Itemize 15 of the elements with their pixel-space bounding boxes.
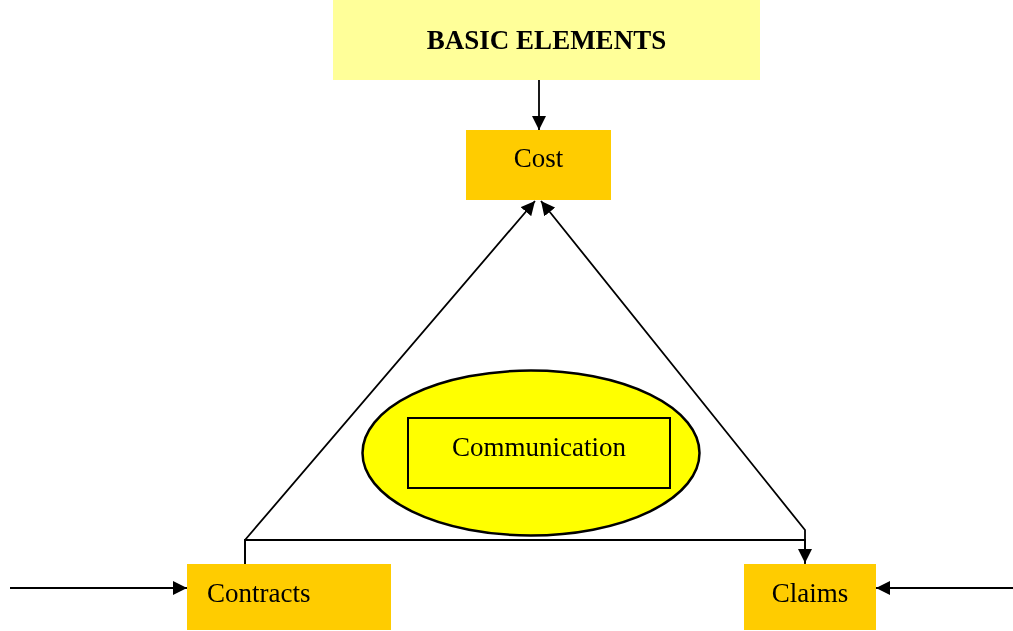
- node-label: Cost: [513, 142, 564, 174]
- node-label: Communication: [452, 431, 626, 463]
- node-label: Contracts: [207, 577, 311, 609]
- arrow: [244, 539, 812, 565]
- title-text: BASIC ELEMENTS: [426, 24, 667, 56]
- node-label: Claims: [771, 577, 849, 609]
- arrow: [875, 581, 1013, 595]
- process-box: [744, 564, 876, 630]
- arrow: [540, 200, 806, 565]
- process-box: [466, 130, 611, 200]
- arrow: [532, 79, 546, 131]
- header-box: [333, 0, 760, 80]
- process-box: [407, 417, 671, 489]
- arrow: [9, 581, 188, 595]
- process-box: [187, 564, 391, 630]
